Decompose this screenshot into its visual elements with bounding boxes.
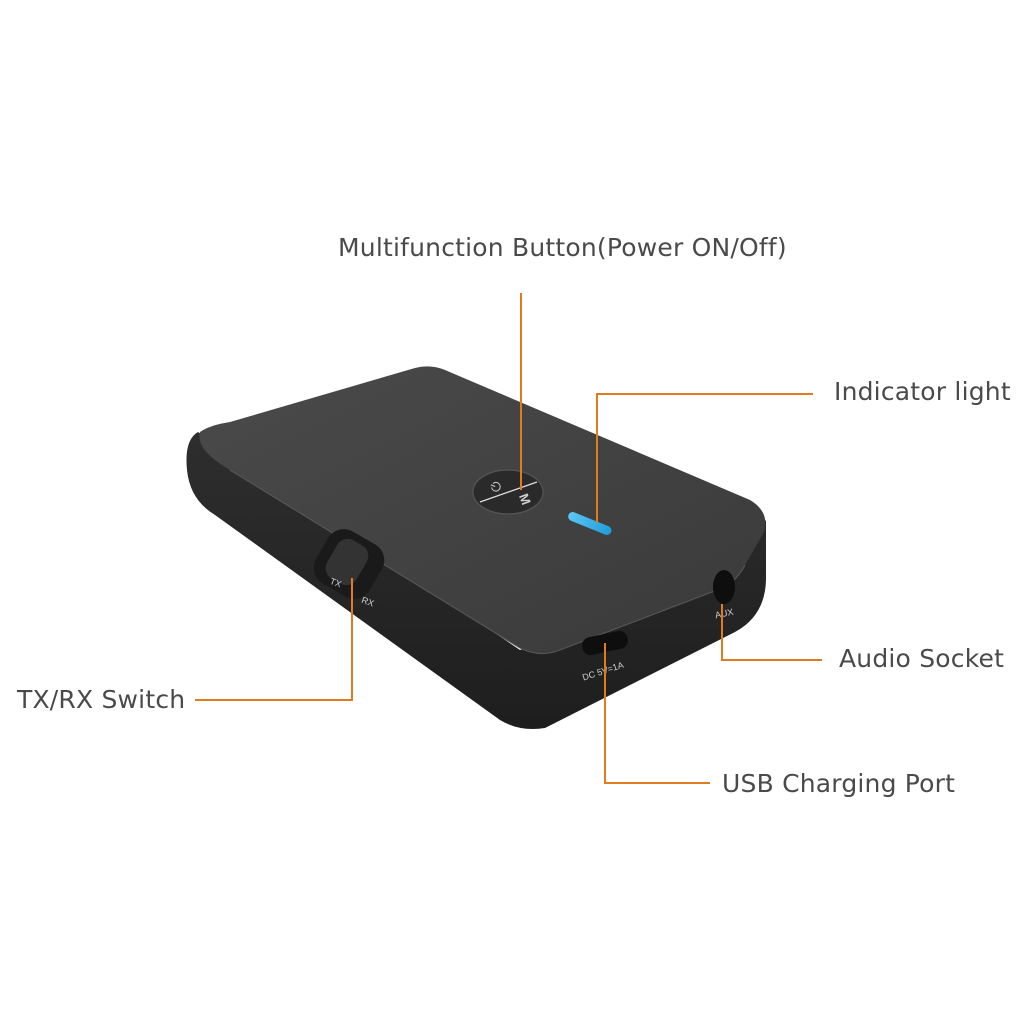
label-audio-socket: Audio Socket xyxy=(839,644,1005,673)
power-icon: ⏻ xyxy=(487,479,505,494)
mode-mark: M xyxy=(516,492,534,507)
leader-usb xyxy=(604,643,710,784)
leader-indicator xyxy=(596,393,813,523)
aux-marking: AUX xyxy=(714,607,734,621)
txrx-switch: TX RX xyxy=(313,529,385,609)
leader-lines xyxy=(195,293,822,784)
tx-mark: TX xyxy=(329,576,343,589)
label-indicator-light: Indicator light xyxy=(834,377,1011,406)
label-multifunction-button: Multifunction Button(Power ON/Off) xyxy=(338,233,787,262)
device-body xyxy=(186,366,766,729)
aux-socket: AUX xyxy=(713,570,735,620)
indicator-led xyxy=(568,512,612,535)
leader-audio xyxy=(721,604,822,661)
rx-mark: RX xyxy=(360,595,375,609)
leader-switch xyxy=(195,578,353,701)
multifunction-button: ⏻ M xyxy=(472,469,544,515)
label-usb-charging-port: USB Charging Port xyxy=(722,769,956,798)
label-txrx-switch: TX/RX Switch xyxy=(17,685,186,714)
